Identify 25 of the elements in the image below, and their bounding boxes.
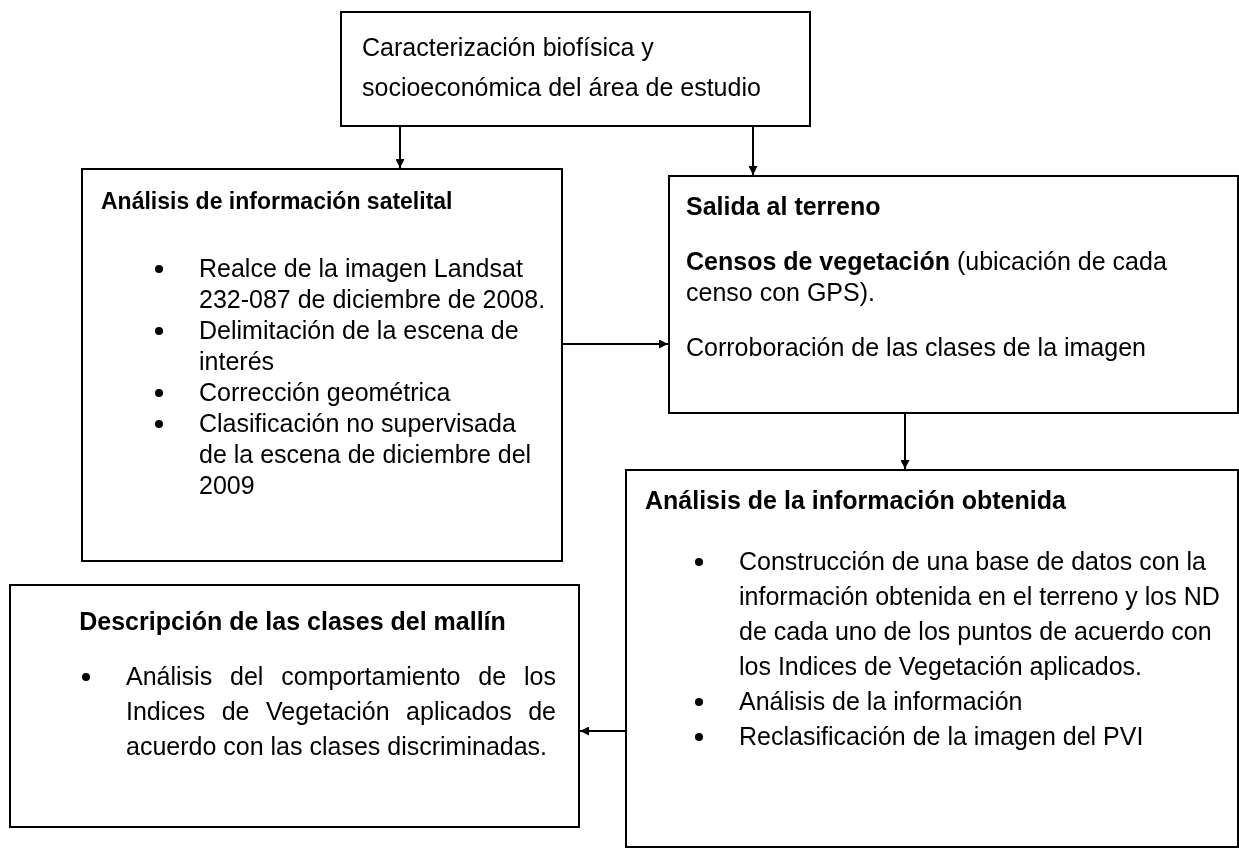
bullet-text: Análisis de la información <box>739 686 1024 717</box>
arrow <box>748 126 758 176</box>
process-box <box>668 175 1239 414</box>
bullet-text: Delimitación de la escena de interés <box>199 315 520 377</box>
process-box <box>81 168 563 562</box>
process-box <box>340 11 811 127</box>
arrow <box>900 413 910 470</box>
process-box <box>625 469 1239 848</box>
process-box <box>9 584 580 828</box>
box-heading: Salida al terreno <box>686 191 882 222</box>
box-heading: Descripción de las clases del mallín <box>78 606 507 637</box>
box-text: Corroboración de las clases de la imagen <box>686 332 1147 363</box>
bullet-text: Análisis del comportamiento de los Indices de Vegetación aplicados de acuerdo con las clases discriminadas. <box>126 661 556 762</box>
arrow <box>395 126 405 169</box>
bullet-text: Corrección geométrica <box>199 377 452 408</box>
bullet-text: Construcción de una base de datos con la información obtenida en el terreno y los ND de cada uno de los puntos de acuerdo con los Indices de Vegetación aplicados. <box>739 546 1221 682</box>
box-text: Caracterización biofísica y socioeconómica del área de estudio <box>362 32 762 103</box>
bullet-text: Clasificación no supervisada de la escena de diciembre del 2009 <box>199 408 533 501</box>
bullet-text: Realce de la imagen Landsat 232-087 de diciembre de 2008. <box>199 253 547 315</box>
bullet-text: Reclasificación de la imagen del PVI <box>739 721 1145 752</box>
arrow <box>562 339 669 349</box>
arrow <box>579 726 626 736</box>
box-heading: Análisis de la información obtenida <box>645 485 1067 516</box>
box-heading: Análisis de información satelital <box>101 187 454 216</box>
box-text: Censos de vegetación (ubicación de cada censo con GPS). <box>686 246 1168 308</box>
